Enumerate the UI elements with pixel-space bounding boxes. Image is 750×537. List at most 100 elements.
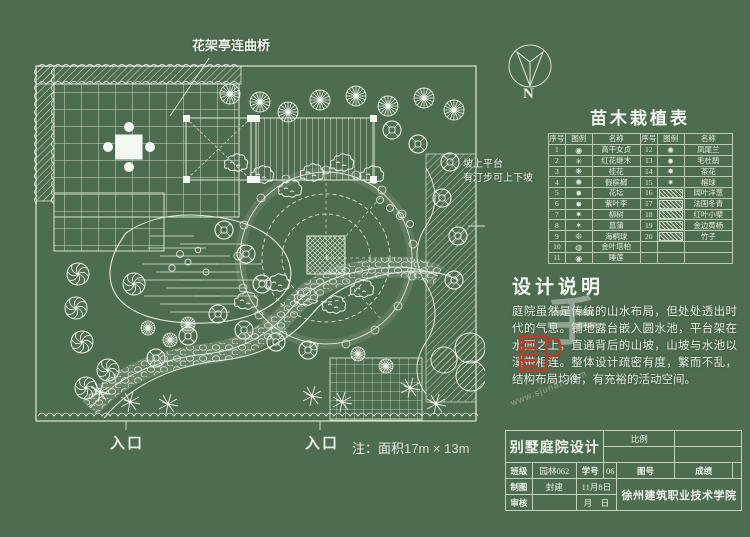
- plant-no-2: 15: [639, 176, 658, 189]
- plant-symbol: ❊: [564, 230, 593, 243]
- plant-symbol-2: [656, 187, 685, 199]
- plant-name: 假槟榔: [591, 176, 641, 189]
- site-plan-drawing: [30, 58, 485, 430]
- plant-name-2: 竹子: [683, 230, 734, 243]
- plant-no: 4: [548, 176, 566, 189]
- scale-label: 比例: [603, 430, 676, 447]
- plant-symbol: ✷: [564, 208, 593, 221]
- plant-symbol: ◉: [564, 144, 593, 156]
- grade-label: 成绩: [674, 462, 734, 479]
- plant-table-row: 11◉睡莲: [548, 251, 734, 264]
- tree-symbol-11: ◉: [575, 253, 583, 263]
- plant-symbol: ✹: [564, 187, 593, 199]
- plant-no: 11: [548, 251, 566, 264]
- plant-no-2: 18: [639, 208, 658, 221]
- plant-symbol: ✶: [564, 219, 593, 232]
- north-arrow: N: [495, 42, 575, 112]
- hatch-symbol-17: [658, 199, 683, 209]
- plant-no: 6: [548, 197, 566, 210]
- tree-symbol-3: ❋: [575, 167, 583, 177]
- annotation-pergola-bridge: 花架亭连曲桥: [192, 38, 271, 53]
- plant-no: 10: [548, 241, 566, 253]
- plant-symbol: ✳: [564, 154, 593, 167]
- plant-name-2: [683, 251, 734, 264]
- reviewer-value: [531, 494, 577, 511]
- class-value: 园林062: [531, 462, 577, 479]
- plant-name: 金叶塔柏: [591, 241, 641, 253]
- entrance-label-left: 入口: [110, 436, 145, 452]
- plant-no: 8: [548, 219, 566, 232]
- area-note-dimensions: 17m × 13m: [404, 441, 470, 456]
- plant-table-row: 10◍金叶塔柏: [548, 241, 734, 253]
- plant-symbol: ✺: [564, 176, 593, 189]
- tree-symbol-9: ❊: [575, 232, 583, 242]
- plant-symbol-2: [656, 251, 685, 264]
- plant-symbol: ✸: [564, 197, 593, 210]
- plant-name: 桂花: [591, 165, 641, 178]
- school-name: 徐州建筑职业技术学院: [615, 478, 743, 511]
- plant-name-2: 红叶小檗: [683, 208, 734, 221]
- plant-symbol: ❋: [564, 165, 593, 178]
- title-block-row-4: 制图 封建 11月8日 徐州建筑职业技术学院: [505, 478, 743, 511]
- shrub-symbol-13: ✹: [667, 156, 674, 166]
- plant-no-2: 17: [639, 197, 658, 210]
- shrub-symbol-15: ✷: [667, 178, 674, 188]
- title-block: 别墅庭院设计 比例 班级 园林062 学号 06 图号 成绩 制图 封建 11月…: [504, 430, 743, 511]
- header-sym-1: 图例: [564, 133, 593, 145]
- shrub-symbol-14: ✸: [667, 167, 674, 177]
- plant-symbol-2: [656, 230, 685, 243]
- plant-no: 5: [548, 187, 566, 199]
- reviewer-label: 审核: [505, 494, 533, 511]
- plant-table-header-row: 序号 图例 名称 序号 图例 名称: [548, 133, 734, 145]
- area-note: 注：面积17m × 13m: [352, 440, 469, 458]
- north-arrow-icon: [508, 44, 552, 88]
- design-notes-title: 设计说明: [512, 277, 605, 298]
- title-blank-right: [674, 446, 742, 463]
- student-no-value: 06: [603, 462, 617, 479]
- plant-symbol-2: ✹: [656, 154, 685, 167]
- plant-no: 3: [548, 165, 566, 178]
- header-sym-2: 图例: [656, 133, 685, 145]
- tree-symbol-8: ✶: [575, 221, 583, 231]
- annotation-slope-line2: 有汀步可上下坡: [463, 172, 533, 184]
- tree-symbol-5: ✹: [575, 188, 583, 198]
- plant-name-2: 阔叶洋葱: [683, 187, 734, 199]
- tree-symbol-2: ✳: [575, 156, 583, 166]
- grade-value: [732, 462, 742, 479]
- title-blank-left: [603, 446, 676, 463]
- plant-name-2: 毛杜鹃: [683, 154, 734, 167]
- title-block-row-3: 班级 园林062 学号 06 图号 成绩: [505, 462, 742, 479]
- drawing-no-label: 图号: [615, 462, 676, 479]
- plant-name: 菖蒲: [591, 219, 641, 232]
- drafter-value: 封建: [531, 478, 577, 495]
- plant-no-2: 12: [639, 144, 658, 156]
- tree-symbol-7: ✷: [575, 210, 583, 220]
- area-note-prefix: 注：面积: [352, 441, 405, 456]
- header-name-2: 名称: [683, 133, 734, 145]
- hatch-symbol-20: [658, 232, 683, 242]
- tree-symbol-1: ◉: [575, 145, 583, 155]
- shrub-symbol-12: ✺: [667, 145, 674, 155]
- plant-symbol-2: ✺: [656, 144, 685, 156]
- title-block-row-1: 别墅庭院设计 比例: [504, 430, 742, 463]
- plant-no-2: 14: [639, 165, 658, 178]
- draft-date: 11月8日: [575, 478, 617, 495]
- class-label: 班级: [505, 462, 533, 479]
- plant-name: 柳树: [591, 208, 641, 221]
- plant-no-2: 19: [639, 219, 658, 232]
- student-no-label: 学号: [575, 462, 605, 479]
- plant-no-2: 20: [639, 230, 658, 243]
- plant-name-2: 榕球: [683, 176, 734, 189]
- plant-no-2: 13: [639, 154, 658, 167]
- plant-no: 7: [548, 208, 566, 221]
- header-no-1: 序号: [548, 133, 566, 145]
